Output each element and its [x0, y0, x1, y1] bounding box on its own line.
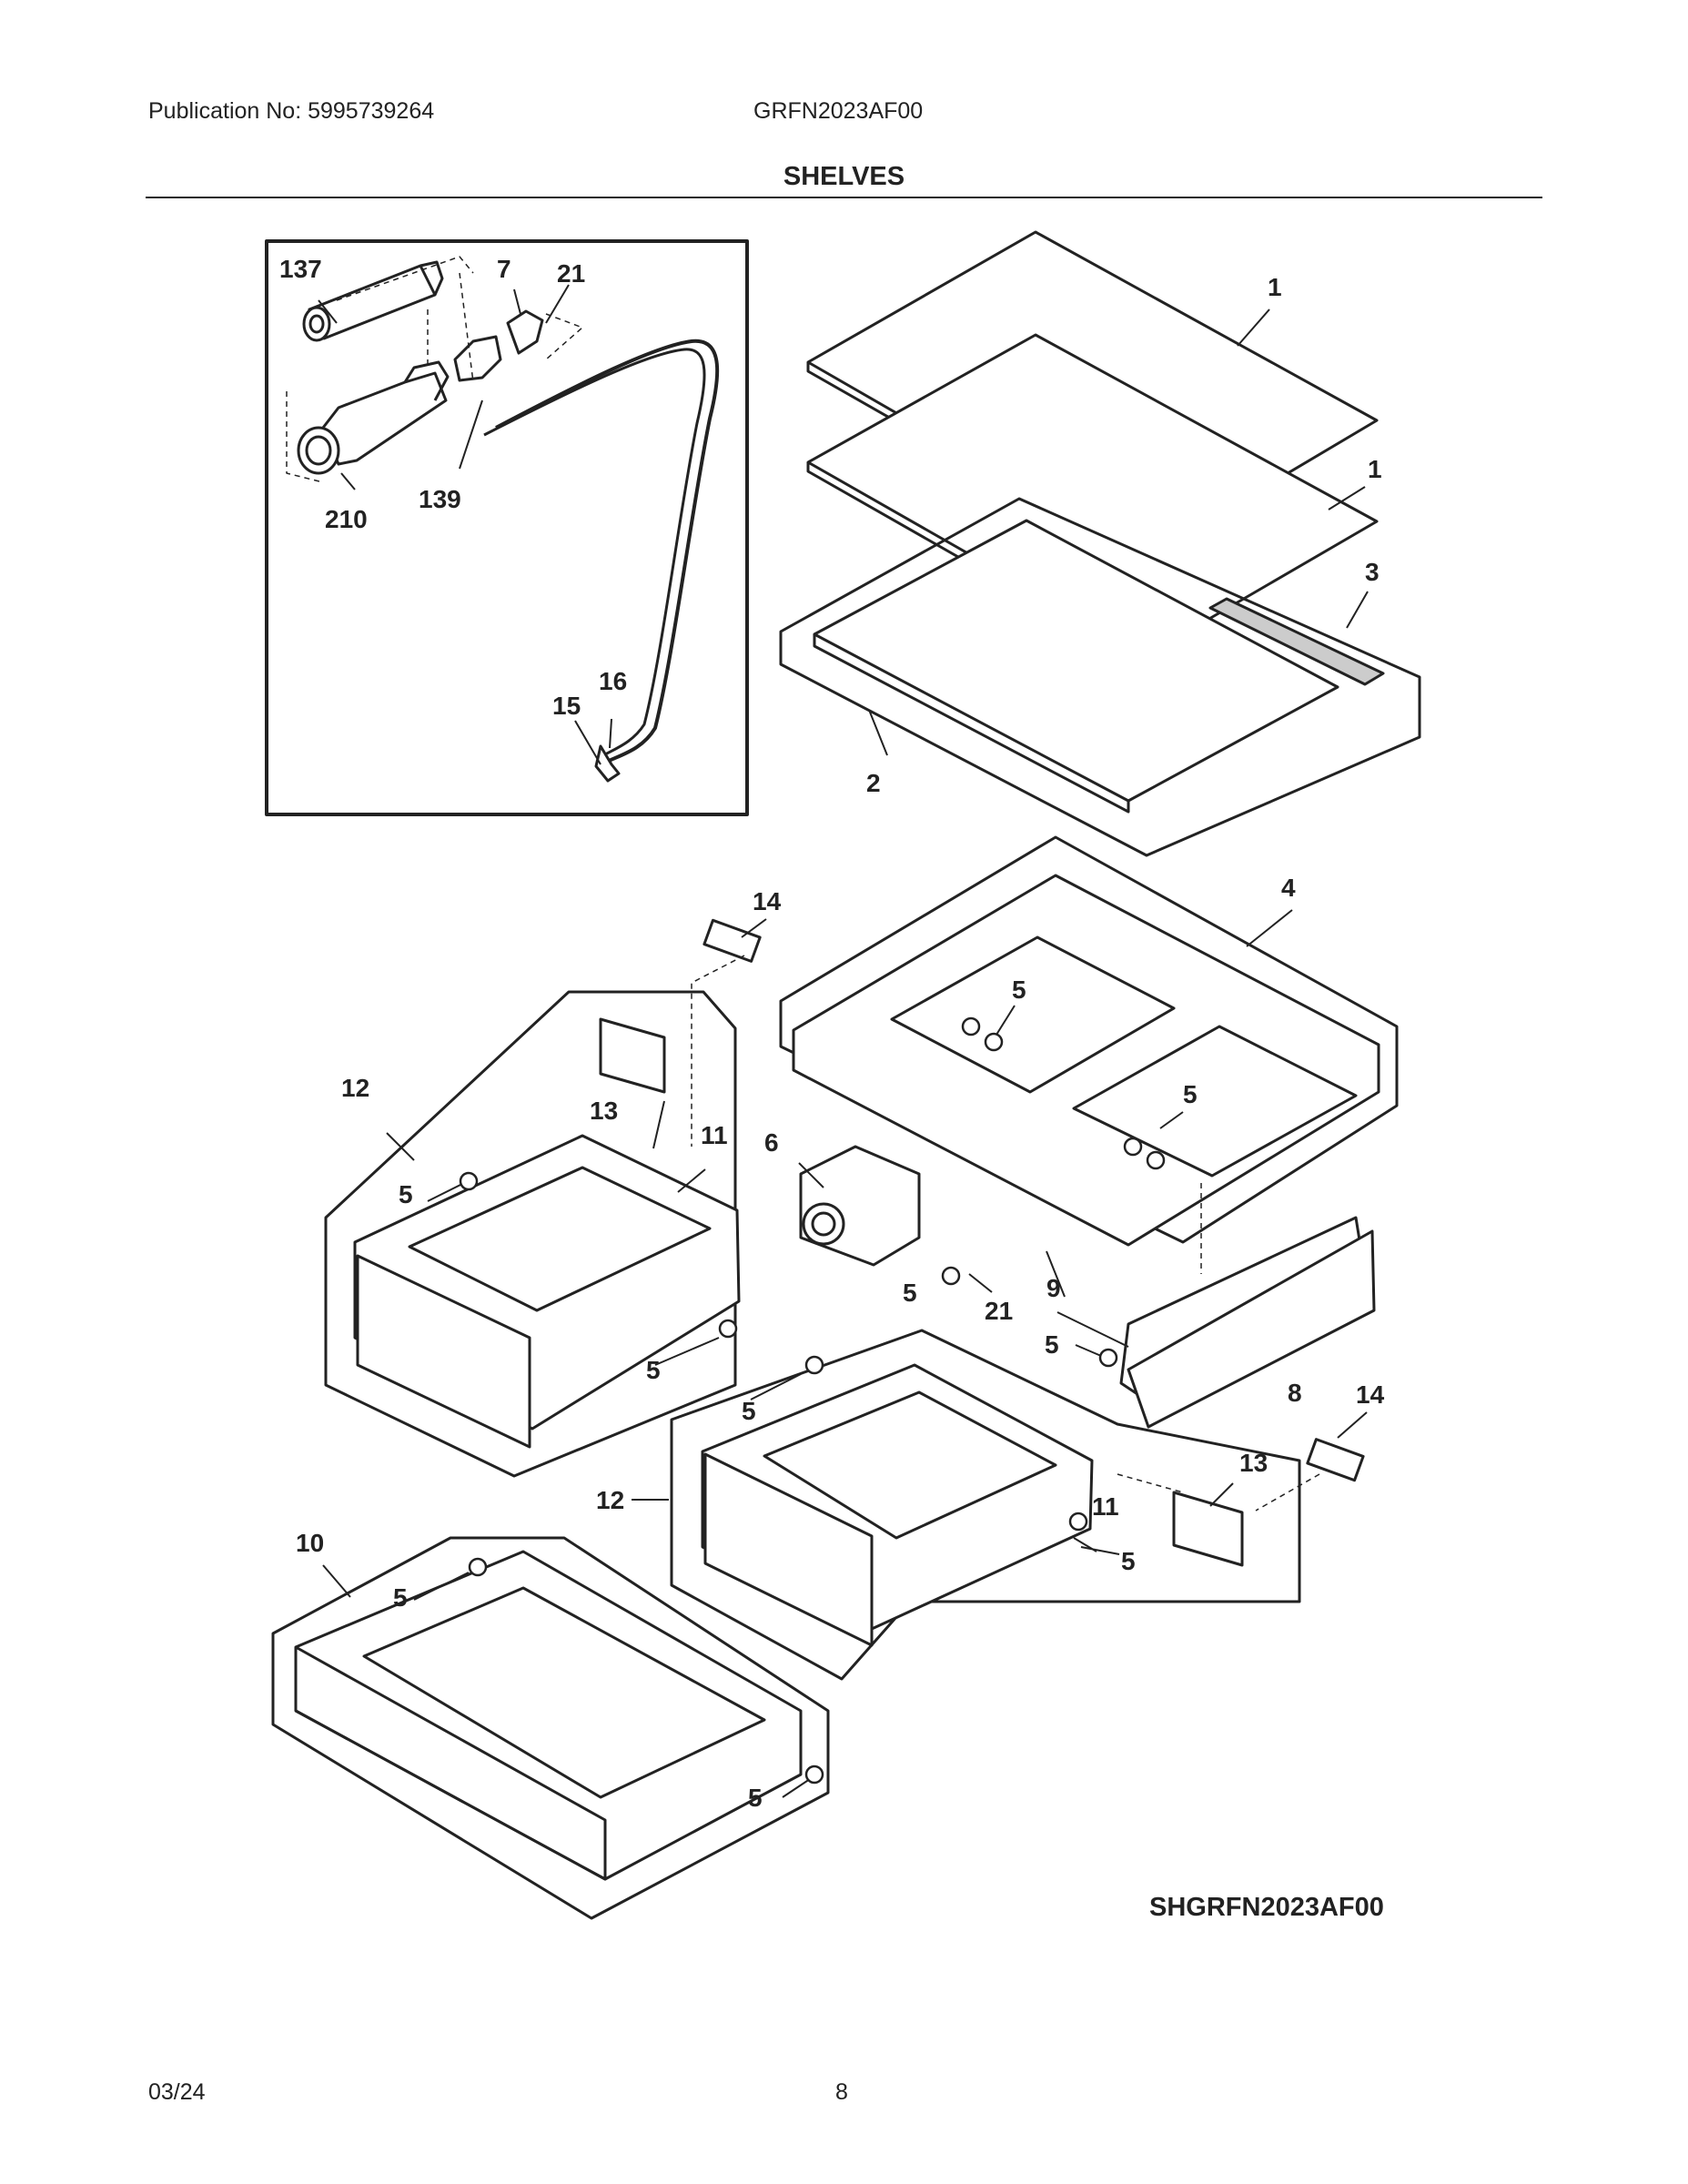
model-number: GRFN2023AF00 [753, 98, 924, 124]
bottom-drawer-frame [271, 1536, 830, 1920]
callout-5-bottom-drawer-right: 5 [748, 1784, 763, 1812]
shelf-trim-3 [1208, 597, 1385, 686]
glass-shelf-2 [813, 519, 1339, 803]
callout-7: 7 [497, 255, 511, 283]
shelf-2-frame [779, 497, 1421, 857]
callout-137: 137 [279, 255, 322, 283]
callout-9: 9 [1046, 1274, 1061, 1302]
callout-4: 4 [1281, 874, 1296, 902]
assembly-dash-lines [691, 955, 1320, 1512]
callout-5-upper-drawer: 5 [399, 1180, 413, 1208]
water-filter-cartridge [302, 260, 444, 342]
callout-5-upper-drawer-low: 5 [646, 1356, 661, 1384]
label-tag-left [702, 918, 762, 963]
callout-5-cover-right: 5 [1183, 1080, 1198, 1108]
callout-8: 8 [1288, 1379, 1302, 1407]
callout-21-lower: 21 [985, 1297, 1013, 1325]
callout-leaders [318, 284, 1369, 1798]
filter-bracket [453, 309, 544, 382]
callout-5-rail: 5 [1045, 1330, 1059, 1359]
lower-right-drawer-frame [670, 1329, 1301, 1681]
callout-12-upper: 12 [341, 1074, 369, 1102]
lower-right-drawer-front [703, 1452, 874, 1647]
tube-connector [594, 744, 621, 783]
callout-5-lower-drawer-right: 5 [1121, 1547, 1136, 1575]
callout-11-upper: 11 [701, 1121, 728, 1149]
callout-5-cover-left: 5 [1012, 976, 1026, 1004]
callout-15: 15 [552, 692, 581, 720]
label-holder-right [1172, 1491, 1244, 1567]
callout-14-lower: 14 [1356, 1380, 1385, 1409]
water-tube-2 [483, 348, 706, 759]
callout-5-humidity: 5 [903, 1279, 917, 1307]
header-rule [146, 197, 1542, 198]
crisper-cover-frame [779, 835, 1399, 1244]
callout-21-top: 21 [557, 259, 585, 288]
label-tag-right [1306, 1438, 1365, 1482]
crisper-cover-slot-left [890, 935, 1176, 1094]
crisper-rail-8 [1127, 1229, 1376, 1429]
callout-5-lower-drawer: 5 [742, 1397, 756, 1425]
filter-housing [297, 360, 450, 475]
label-holder-left [599, 1017, 666, 1094]
callout-139: 139 [419, 485, 461, 513]
callout-10: 10 [296, 1529, 324, 1557]
filter-inset-frame [265, 239, 749, 816]
page-number: 8 [835, 2079, 848, 2105]
callout-2: 2 [866, 769, 881, 797]
callout-14-upper: 14 [753, 887, 782, 915]
glass-shelf-2-edge [813, 634, 1130, 814]
upper-left-drawer-inner [408, 1166, 712, 1312]
callout-12-lower: 12 [596, 1486, 624, 1514]
callout-1-top: 1 [1268, 273, 1282, 301]
callout-1-second: 1 [1368, 455, 1382, 483]
footer-date: 03/24 [148, 2079, 206, 2105]
callout-13-lower: 13 [1239, 1449, 1268, 1477]
callout-16: 16 [599, 667, 627, 695]
section-title: SHELVES [783, 162, 905, 191]
callout-6: 6 [764, 1128, 779, 1157]
fastener-rings [459, 1016, 1166, 1785]
callout-5-bottom-drawer: 5 [393, 1583, 408, 1612]
drawing-code: SHGRFN2023AF00 [1149, 1893, 1384, 1922]
lower-right-drawer-inner [763, 1390, 1057, 1540]
callout-210: 210 [325, 505, 368, 533]
publication-number: Publication No: 5995739264 [148, 98, 435, 124]
water-tube [495, 339, 720, 764]
crisper-cover-slot-right [1072, 1025, 1358, 1178]
callout-13-upper: 13 [590, 1097, 618, 1125]
filter-inset-dashes [286, 256, 583, 483]
callout-11-lower: 11 [1092, 1492, 1119, 1521]
bottom-drawer-lip [295, 1645, 607, 1881]
upper-left-drawer-frame [324, 990, 737, 1478]
humidity-control [799, 1145, 921, 1267]
callout-3: 3 [1365, 558, 1380, 586]
upper-left-drawer-front [356, 1254, 531, 1449]
bottom-drawer-inner [362, 1586, 766, 1799]
